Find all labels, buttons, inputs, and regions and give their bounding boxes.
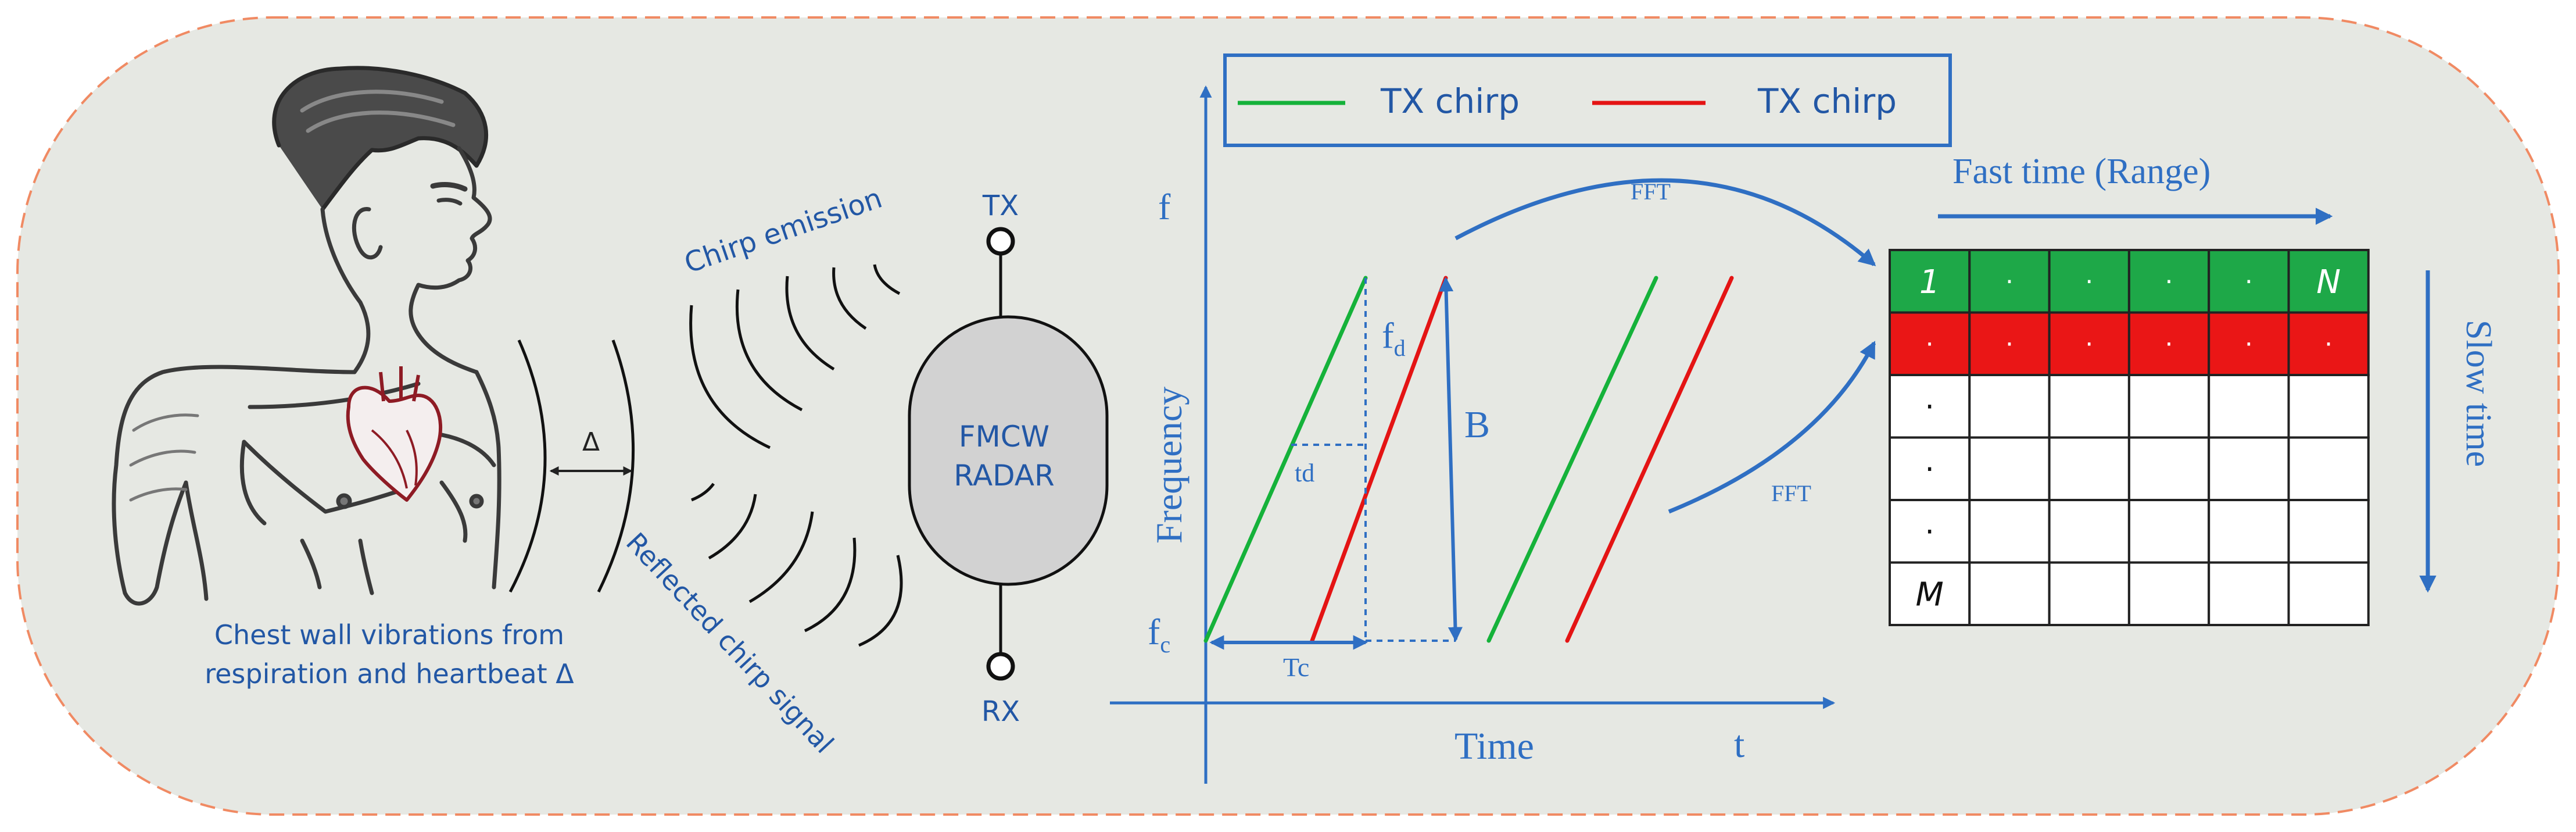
fft-bottom-label: FFT xyxy=(1771,480,1811,506)
left-shoulder xyxy=(112,365,357,595)
person-illustration xyxy=(112,66,501,606)
y-axis-symbol: f xyxy=(1158,186,1171,227)
matrix-cell-label: · xyxy=(2165,267,2173,297)
fd-label: fd xyxy=(1382,316,1406,361)
bandwidth-label: B xyxy=(1464,403,1490,446)
tx-label: TX xyxy=(982,190,1019,222)
chest-outline xyxy=(242,440,409,514)
matrix-cell-label: 1 xyxy=(1919,263,1940,301)
chirp-lines xyxy=(1203,276,1734,643)
tx-chirp-1 xyxy=(1203,276,1368,643)
matrix-cell xyxy=(1889,374,1971,439)
matrix-cell xyxy=(2287,499,2370,564)
matrix-cell xyxy=(2287,436,2370,501)
matrix-cell-label: M xyxy=(1915,576,1943,613)
hair xyxy=(272,66,489,212)
face-profile xyxy=(409,146,492,337)
matrix-cell xyxy=(2287,311,2370,376)
emission-waves xyxy=(689,264,901,449)
legend-box xyxy=(1223,53,1952,147)
matrix-cell-label: · xyxy=(1926,330,1934,359)
radar-unit xyxy=(908,227,1109,681)
range-doppler-matrix: 1 · · · · N · · · · · · · · · M xyxy=(1889,249,2370,626)
matrix-cell xyxy=(1968,561,2051,626)
matrix-cell-label: · xyxy=(2165,330,2173,359)
radar-label-line1: FMCW xyxy=(959,420,1049,454)
matrix-cell-label: · xyxy=(1925,515,1934,549)
x-axis-symbol: t xyxy=(1734,723,1744,766)
ear xyxy=(352,207,383,259)
fast-time-label: Fast time (Range) xyxy=(1952,152,2210,191)
matrix-cell-label: · xyxy=(1925,452,1934,487)
fft-top-label: FFT xyxy=(1631,178,1671,205)
rx-label: RX xyxy=(981,695,1020,728)
matrix-cell xyxy=(2048,374,2130,439)
matrix-cell xyxy=(2127,436,2210,501)
matrix-cell xyxy=(2208,499,2290,564)
fft-arrow-bottom xyxy=(1668,341,1876,514)
matrix-cell xyxy=(2048,499,2130,564)
slow-time-label: Slow time xyxy=(2459,320,2498,467)
matrix-cell-label: · xyxy=(2005,267,2013,297)
person-caption-line1: Chest wall vibrations from xyxy=(214,619,564,651)
matrix-cell xyxy=(2127,311,2210,376)
right-shoulder xyxy=(474,370,501,590)
legend-red-label: TX chirp xyxy=(1757,81,1897,121)
matrix-cell xyxy=(1968,374,2051,439)
matrix-cell xyxy=(2208,561,2290,626)
matrix-cell xyxy=(2127,499,2210,564)
matrix-cell xyxy=(2048,249,2130,314)
matrix-cell xyxy=(2287,561,2370,626)
tx-chirp-2 xyxy=(1486,276,1658,643)
chest-vibration-arcs xyxy=(508,339,635,593)
legend-green-label: TX chirp xyxy=(1380,81,1520,121)
rx-antenna xyxy=(986,652,1015,681)
reflection-waves xyxy=(691,483,903,647)
matrix-cell xyxy=(1889,436,1971,501)
matrix-cell-label: N xyxy=(2316,263,2341,301)
radar-label-line2: RADAR xyxy=(954,459,1055,492)
matrix-cell xyxy=(2287,374,2370,439)
dashed-guides xyxy=(1291,278,1456,642)
torso-side xyxy=(184,480,209,601)
fc-label: fc xyxy=(1148,611,1170,658)
bandwidth-arrow xyxy=(1438,277,1463,642)
fft-arrow-top xyxy=(1454,178,1876,266)
rx-chirp-1 xyxy=(1310,276,1448,643)
matrix-cell xyxy=(2048,436,2130,501)
matrix-cell xyxy=(2127,561,2210,626)
matrix-cell xyxy=(1968,311,2051,376)
matrix-cell-label: · xyxy=(2245,330,2253,359)
radar-body xyxy=(908,315,1109,586)
rx-chirp-2 xyxy=(1565,276,1734,643)
tx-antenna xyxy=(986,227,1015,256)
matrix-cell-label: · xyxy=(2005,330,2013,359)
tc-label: Tc xyxy=(1283,652,1309,682)
matrix-cell xyxy=(2048,561,2130,626)
x-axis-label: Time xyxy=(1454,725,1534,767)
matrix-cell xyxy=(2208,374,2290,439)
matrix-cell-label: · xyxy=(1925,390,1934,424)
delta-label: Δ xyxy=(582,427,600,457)
matrix-cell-label: · xyxy=(2085,267,2093,297)
person-caption-line2: respiration and heartbeat Δ xyxy=(205,658,574,690)
matrix-cell xyxy=(1968,436,2051,501)
matrix-cell xyxy=(2127,374,2210,439)
y-axis-label: Frequency xyxy=(1148,387,1190,544)
heart-icon xyxy=(346,366,443,502)
matrix-cell xyxy=(1968,499,2051,564)
matrix-cell-label: · xyxy=(2245,267,2253,297)
td-label: td xyxy=(1295,459,1314,487)
matrix-cell-label: · xyxy=(2324,330,2333,359)
matrix-cell xyxy=(2208,436,2290,501)
matrix-cell-label: · xyxy=(2085,330,2093,359)
